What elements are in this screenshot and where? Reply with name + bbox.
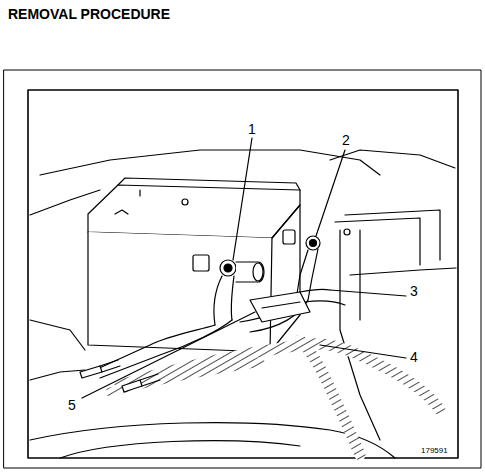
callout-number: 5 <box>66 398 78 413</box>
page-title: REMOVAL PROCEDURE <box>8 6 170 22</box>
callout-number: 1 <box>246 122 258 137</box>
figure-number: 179591 <box>420 446 449 455</box>
callout-number: 4 <box>408 350 420 365</box>
callout-number: 3 <box>408 284 420 299</box>
callout-number: 2 <box>340 133 352 148</box>
